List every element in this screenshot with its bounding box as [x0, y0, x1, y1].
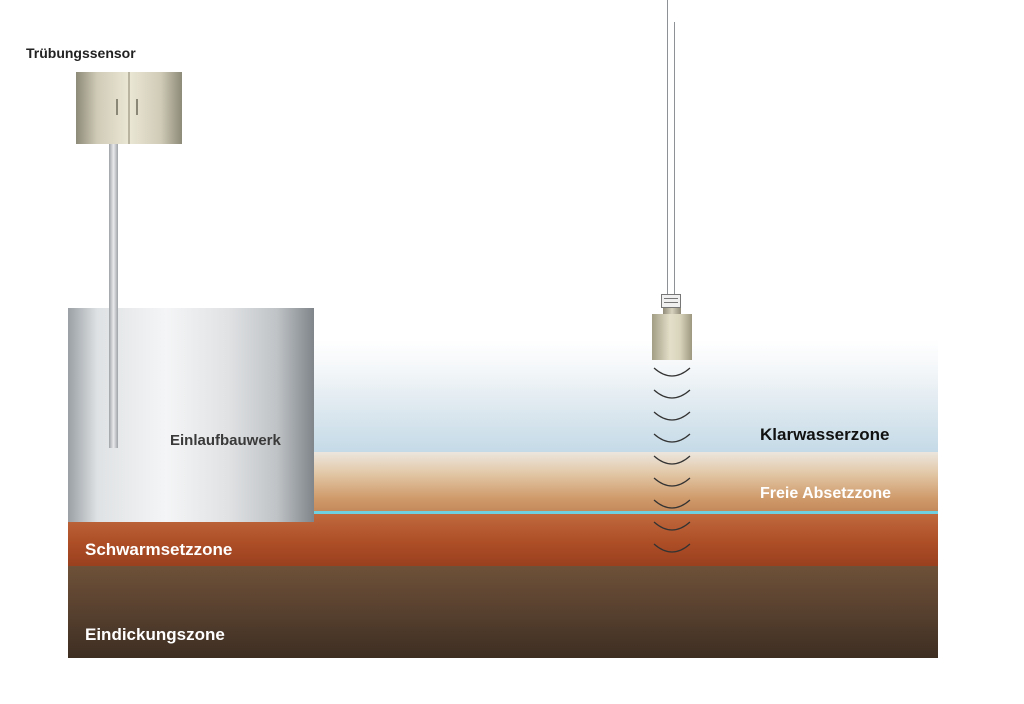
free-settling-zone-label: Freie Absetzzone	[760, 485, 891, 502]
thickening-zone-label: Eindickungszone	[85, 625, 225, 644]
probe-cable	[667, 0, 668, 298]
thickening-zone	[68, 566, 938, 658]
sound-wave-arc	[653, 543, 691, 553]
sound-wave-arc	[653, 455, 691, 465]
sound-wave-arc	[653, 411, 691, 421]
sound-wave-arcs	[653, 367, 691, 553]
sludge-interface-line	[312, 511, 938, 514]
clear-water-zone	[312, 340, 938, 456]
clear-water-zone-label: Klarwasserzone	[760, 425, 890, 444]
turbidity-sensor-label: Trübungssensor	[26, 45, 136, 61]
sound-wave-arc	[653, 521, 691, 531]
swarm-settling-zone-label: Schwarmsetzzone	[85, 540, 233, 559]
turbidity-sensor-rod	[109, 144, 118, 448]
ultrasonic-probe-icon	[652, 314, 692, 360]
probe-neck	[663, 308, 681, 314]
swarm-settling-zone	[68, 514, 938, 566]
turbidity-sensor-icon	[76, 72, 182, 144]
sound-wave-arc	[653, 389, 691, 399]
sound-wave-arc	[653, 477, 691, 487]
inlet-structure	[68, 308, 314, 522]
sound-wave-arc	[653, 499, 691, 509]
free-settling-zone	[312, 452, 938, 514]
sound-wave-arc	[653, 433, 691, 443]
probe-clamp	[661, 294, 681, 308]
inlet-structure-label: Einlaufbauwerk	[170, 432, 281, 449]
sound-wave-arc	[653, 367, 691, 377]
probe-cable	[674, 22, 675, 298]
